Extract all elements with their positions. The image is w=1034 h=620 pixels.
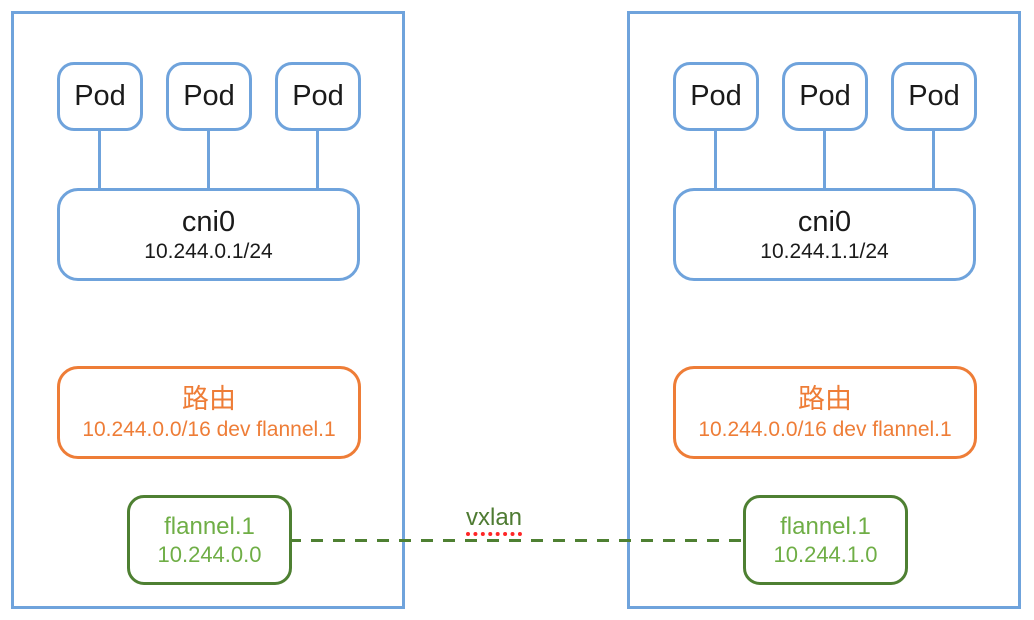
pod-connector-line xyxy=(207,131,210,188)
pod-box: Pod xyxy=(673,62,759,131)
pod-connector-line xyxy=(98,131,101,188)
pod-box: Pod xyxy=(166,62,252,131)
flannel-vtep-box: flannel.1 10.244.0.0 xyxy=(127,495,292,585)
bridge-name: cni0 xyxy=(797,205,852,238)
cni0-bridge-box: cni0 10.244.1.1/24 xyxy=(673,188,976,281)
pod-label: Pod xyxy=(74,80,126,112)
pod-box: Pod xyxy=(275,62,361,131)
bridge-name: cni0 xyxy=(181,205,236,238)
node-1: Pod Pod Pod cni0 10.244.0.1/24 路由 10.244… xyxy=(11,11,405,609)
pod-box: Pod xyxy=(57,62,143,131)
pod-label: Pod xyxy=(183,80,235,112)
vtep-name: flannel.1 xyxy=(780,513,871,540)
pod-connector-line xyxy=(823,131,826,188)
route-title: 路由 xyxy=(798,384,852,414)
pod-label: Pod xyxy=(799,80,851,112)
vtep-name: flannel.1 xyxy=(164,513,255,540)
flannel-vtep-box: flannel.1 10.244.1.0 xyxy=(743,495,908,585)
pod-box: Pod xyxy=(891,62,977,131)
pod-label: Pod xyxy=(690,80,742,112)
pod-connector-line xyxy=(316,131,319,188)
route-table-box: 路由 10.244.0.0/16 dev flannel.1 xyxy=(673,366,977,459)
vxlan-label: vxlan xyxy=(466,504,523,536)
bridge-ip: 10.244.1.1/24 xyxy=(760,239,889,263)
vtep-ip: 10.244.1.0 xyxy=(773,542,878,567)
pod-connector-line xyxy=(714,131,717,188)
pod-box: Pod xyxy=(782,62,868,131)
route-entry: 10.244.0.0/16 dev flannel.1 xyxy=(698,418,952,441)
cni0-bridge-box: cni0 10.244.0.1/24 xyxy=(57,188,360,281)
bridge-ip: 10.244.0.1/24 xyxy=(144,239,273,263)
route-title: 路由 xyxy=(182,384,236,414)
node-2: Pod Pod Pod cni0 10.244.1.1/24 路由 10.244… xyxy=(627,11,1021,609)
route-entry: 10.244.0.0/16 dev flannel.1 xyxy=(82,418,336,441)
vtep-ip: 10.244.0.0 xyxy=(157,542,262,567)
pod-connector-line xyxy=(932,131,935,188)
pod-label: Pod xyxy=(292,80,344,112)
pod-label: Pod xyxy=(908,80,960,112)
vxlan-tunnel-line xyxy=(289,539,742,542)
route-table-box: 路由 10.244.0.0/16 dev flannel.1 xyxy=(57,366,361,459)
